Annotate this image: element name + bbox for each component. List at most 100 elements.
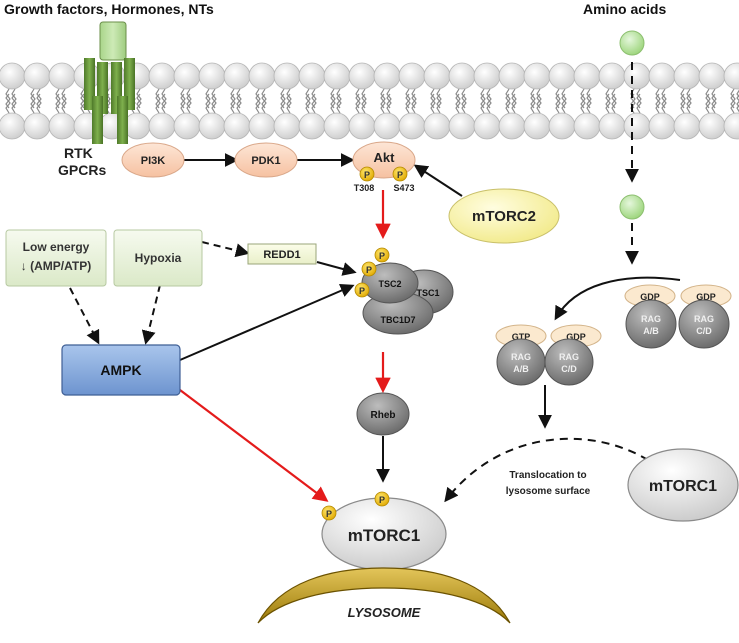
lipid-head (548, 62, 576, 90)
lipid-tail (655, 93, 661, 114)
s473-label: S473 (393, 183, 414, 193)
lipid-tail (455, 88, 461, 109)
lipid-head (173, 112, 201, 140)
phospho-tsc2-a: P (374, 247, 390, 263)
lipid-tail (736, 89, 739, 108)
arrow-ampk-mtorc1 (179, 389, 329, 502)
amino-acid-inside (619, 194, 645, 220)
lipid-tail (486, 88, 492, 109)
lipid-tail (205, 88, 211, 109)
plasma-membrane (0, 62, 739, 140)
lipid-tail (511, 93, 517, 114)
lipid-tail (730, 88, 736, 109)
lipid-tail (330, 88, 336, 109)
rag-cd-active-label: RAG (559, 352, 579, 362)
lipid-tail (580, 93, 586, 114)
lipid-head (273, 112, 301, 140)
lipid-tail (705, 93, 711, 114)
lipid-head (298, 62, 326, 90)
arrow-ampk-tsc (179, 283, 355, 361)
lipid-tail (180, 88, 186, 109)
phospho-label: P (326, 509, 332, 519)
lipid-head (273, 62, 301, 90)
lipid-head (573, 112, 601, 140)
lipid-head (473, 112, 501, 140)
lipid-tail (455, 93, 461, 114)
signals-label: Growth factors, Hormones, NTs (4, 1, 214, 17)
lipid-tail (136, 88, 142, 109)
mtorc2-node: mTORC2 (448, 188, 560, 244)
mtorc1-lysosome-node: mTORC1 (321, 497, 447, 571)
arrow-lowenergy-ampk (69, 287, 100, 345)
lipid-tail (686, 88, 692, 109)
lipid-tail (5, 93, 11, 114)
phospho-label: P (397, 170, 403, 180)
phospho-s473: P (392, 166, 408, 182)
lipid-tail (636, 93, 642, 114)
lipid-head (0, 112, 26, 140)
lipid-tail (205, 93, 211, 114)
mtorc1-free-node: mTORC1 (627, 448, 739, 522)
rag-active-complex: GTP GDP RAG A/B RAG C/D (495, 324, 602, 386)
lipid-tail (336, 93, 342, 114)
lipid-head (348, 112, 376, 140)
lipid-head (723, 62, 739, 90)
arrow-hypoxia-redd1 (201, 241, 250, 258)
lipid-tail (55, 93, 61, 114)
rag-inactive-complex: GDP GDP RAG A/B RAG C/D (624, 284, 732, 349)
lipid-head (248, 112, 276, 140)
lipid-tail (286, 93, 292, 114)
rag-ab-active (496, 338, 546, 386)
phospho-tsc2-c: P (354, 282, 370, 298)
lipid-tail (530, 93, 536, 114)
rtk-gpcr-receptor (84, 21, 135, 144)
lipid-tail (236, 88, 242, 109)
lipid-tail (711, 93, 717, 114)
lipid-tail (461, 93, 467, 114)
tsc1-label: TSC1 (416, 288, 439, 298)
tsc-complex: TSC1 TBC1D7 TSC2 (361, 262, 454, 335)
lipid-tail (261, 88, 267, 109)
lipid-tail (536, 93, 542, 114)
phospho-t308: P (359, 166, 375, 182)
lipid-tail (411, 93, 417, 114)
lipid-tail (355, 88, 361, 109)
lipid-tail (311, 93, 317, 114)
lipid-tail (155, 88, 161, 109)
rag-cd-label: RAG (694, 314, 714, 324)
lipid-head (223, 112, 251, 140)
lipid-tail (405, 88, 411, 109)
phospho-tsc2-b: P (361, 261, 377, 277)
lipid-tail (305, 93, 311, 114)
amp-atp-label: ↓ (AMP/ATP) (21, 259, 91, 273)
lipid-head (373, 62, 401, 90)
rag-ab-inactive (625, 299, 677, 349)
lipid-tail (480, 93, 486, 114)
lipid-tail (505, 88, 511, 109)
rag-cd-sub: C/D (696, 326, 712, 336)
lipid-tail (655, 88, 661, 109)
lipid-tail (486, 93, 492, 114)
rag-cd-active (544, 338, 594, 386)
arrow-redd1-tsc (316, 261, 357, 276)
gdp-label-left: GDP (640, 292, 660, 302)
akt-label: Akt (374, 150, 396, 165)
lipid-tail (361, 93, 367, 114)
lipid-tail (361, 88, 367, 109)
lipid-tail (36, 93, 42, 114)
lipid-head (623, 62, 651, 90)
lipid-tail (430, 88, 436, 109)
lipid-tail (255, 93, 261, 114)
lipid-head (448, 62, 476, 90)
rheb-label: Rheb (371, 410, 396, 421)
rheb-node: Rheb (356, 392, 410, 436)
lipid-tail (536, 88, 542, 109)
lipid-tail (211, 93, 217, 114)
lipid-tail (30, 88, 36, 109)
lipid-head (648, 112, 676, 140)
lipid-head (698, 112, 726, 140)
low-energy-label: Low energy (23, 240, 90, 254)
ampk-label: AMPK (100, 362, 141, 378)
lipid-head (198, 62, 226, 90)
